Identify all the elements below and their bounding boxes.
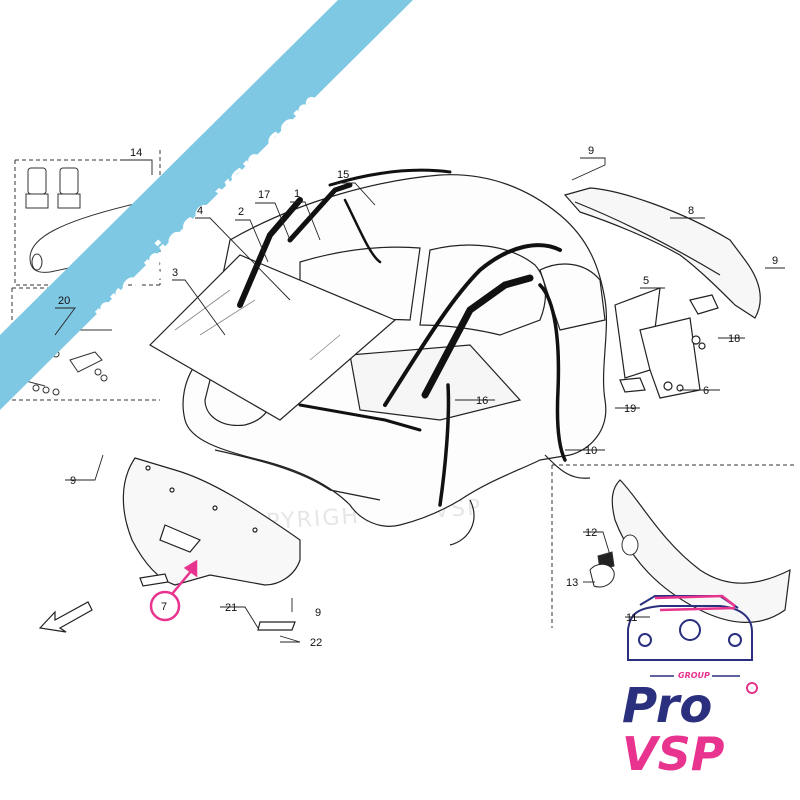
callout-14: 14 <box>130 147 142 159</box>
seal-15 <box>328 168 452 187</box>
front-bumper <box>122 457 301 631</box>
windscreen <box>149 254 397 421</box>
callout-4: 4 <box>197 205 203 217</box>
quarter-glass-6 <box>639 317 701 399</box>
callout-19: 19 <box>624 403 636 415</box>
logo-car-icon <box>627 594 753 661</box>
window-seals <box>237 168 567 507</box>
callout-20: 20 <box>58 295 70 307</box>
logo-gear-icon <box>746 682 758 694</box>
seal-10 <box>538 283 567 462</box>
logo-group-text: GROUP <box>678 671 710 680</box>
logo-line1: Pro <box>622 678 712 734</box>
callout-15: 15 <box>337 169 349 181</box>
callout-17: 17 <box>258 189 270 201</box>
callout-12: 12 <box>585 527 597 539</box>
rear-spoiler <box>563 187 761 319</box>
seal-17 <box>237 197 303 308</box>
callout-9-top: 9 <box>588 145 594 157</box>
seal-1 <box>287 182 353 243</box>
highlight-circle <box>149 590 181 622</box>
callout-22: 22 <box>310 637 322 649</box>
highlight-marks <box>149 559 198 622</box>
front-direction-arrow-icon <box>38 601 93 633</box>
quarter-glass <box>614 287 719 399</box>
callout-16: 16 <box>476 395 488 407</box>
hinge-18-icon <box>689 294 719 315</box>
hinge-19-icon <box>619 377 646 393</box>
paint-pot-icon <box>27 167 47 195</box>
callout-9-bottom: 9 <box>315 607 321 619</box>
callout-13: 13 <box>566 577 578 589</box>
detail-box-rear-bumper <box>551 464 795 628</box>
callout-11: 11 <box>626 612 637 624</box>
callout-3: 3 <box>172 267 178 279</box>
callout-8: 8 <box>688 205 694 217</box>
callout-7: 7 <box>161 601 167 613</box>
callout-18: 18 <box>728 333 740 345</box>
callout-2: 2 <box>238 206 244 218</box>
seal-16 <box>421 274 534 399</box>
banner-stripe <box>0 0 413 410</box>
paint-pot-icon <box>59 167 79 195</box>
pro-vsp-logo: GROUP Pro VSP <box>622 671 758 781</box>
callout-lines <box>54 157 785 643</box>
callout-1: 1 <box>294 188 300 200</box>
hinge-icon <box>69 351 103 373</box>
callout-9-left: 9 <box>70 475 76 487</box>
callout-21: 21 <box>225 602 237 614</box>
callout-9-right: 9 <box>772 255 778 267</box>
highlight-arrow-icon <box>183 559 198 578</box>
callout-10: 10 <box>585 445 597 457</box>
logo-line2: VSP <box>622 727 725 781</box>
callout-5: 5 <box>643 275 649 287</box>
callout-6: 6 <box>703 385 709 397</box>
